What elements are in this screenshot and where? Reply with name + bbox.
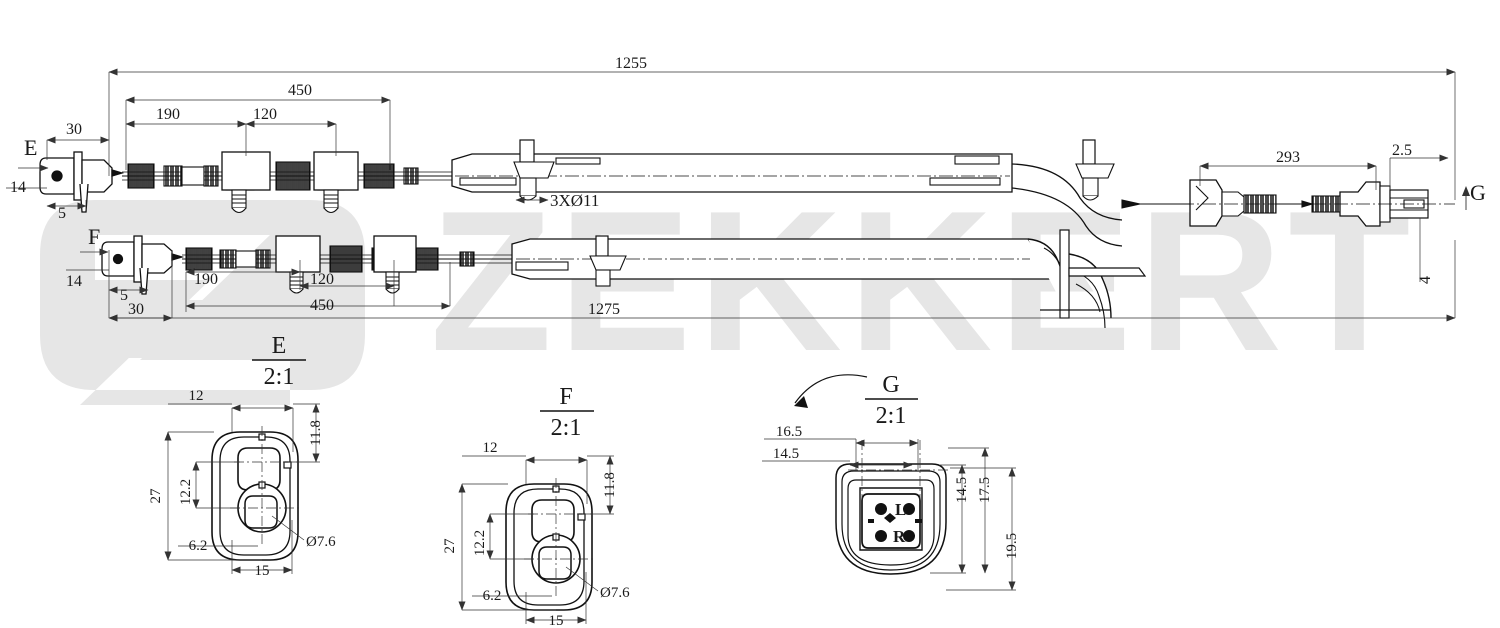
detail-F-dim-27: 27 — [442, 538, 458, 554]
dim-190-bottom: 190 — [194, 271, 218, 288]
cable-coils-bottom — [185, 245, 475, 273]
detail-E-dim-6-2: 6.2 — [189, 538, 208, 554]
detail-F-dim-11-8: 11.8 — [602, 472, 618, 498]
dim-1255: 1255 — [615, 55, 647, 72]
dim-293: 293 — [1276, 149, 1300, 166]
dim-30-top: 30 — [66, 121, 82, 138]
detail-G-scale: 2:1 — [876, 403, 907, 429]
detail-E-scale: 2:1 — [264, 364, 295, 390]
dim-190-top: 190 — [156, 106, 180, 123]
detail-G-dim-14-5-h: 14.5 — [954, 477, 970, 503]
pin-label-L: L — [895, 500, 906, 519]
dim-2-5: 2.5 — [1392, 142, 1412, 159]
detail-F-dim-15: 15 — [549, 613, 564, 628]
detail-view-F: F 2:1 — [442, 384, 630, 628]
detail-G-dim-19-5: 19.5 — [1004, 533, 1020, 559]
dim-450-top: 450 — [288, 82, 312, 99]
connector-pins — [868, 503, 922, 542]
view-marker-G-main: G — [1470, 180, 1486, 205]
detail-G-dim-16-5: 16.5 — [776, 424, 802, 440]
inline-connector-top — [1189, 179, 1429, 227]
detail-E-dim-12: 12 — [189, 388, 204, 404]
sensor-head-top — [39, 151, 125, 213]
dim-120-top: 120 — [253, 106, 277, 123]
detail-view-E: E 2:1 — [148, 333, 336, 579]
dim-14-top: 14 — [10, 179, 26, 196]
detail-G-dim-17-5: 17.5 — [977, 477, 993, 503]
hose-body-top — [451, 139, 1115, 201]
detail-E-dim-15: 15 — [255, 563, 270, 579]
detail-F-dim-6-2: 6.2 — [483, 588, 502, 604]
grommet-2-top — [313, 151, 359, 214]
sensor-head-bottom — [101, 235, 185, 295]
dim-30-bottom: 30 — [128, 301, 144, 318]
detail-F-scale: 2:1 — [551, 415, 582, 441]
detail-G-title: G — [882, 372, 899, 398]
detail-F-dim-dia: Ø7.6 — [600, 585, 630, 601]
dim-14-bottom: 14 — [66, 273, 82, 290]
detail-E-dim-12-2: 12.2 — [178, 479, 194, 505]
flared-bracket-bottom — [1027, 229, 1147, 329]
dim-5-top: 5 — [58, 205, 66, 222]
detail-E-dim-27: 27 — [148, 488, 164, 504]
hose-body-bottom — [511, 235, 1060, 287]
view-marker-E: E — [24, 135, 37, 160]
detail-E-dim-11-8: 11.8 — [308, 420, 324, 446]
detail-F-dim-12: 12 — [483, 440, 498, 456]
detail-E-dim-dia: Ø7.6 — [306, 534, 336, 550]
dim-4-right: 4 — [1417, 276, 1434, 284]
note-3x11: 3XØ11 — [550, 191, 599, 210]
detail-E-title: E — [272, 333, 287, 359]
detail-G-dim-14-5-w: 14.5 — [773, 446, 799, 462]
pin-label-R: R — [893, 527, 906, 546]
detail-F-title: F — [559, 384, 572, 410]
dim-1275: 1275 — [588, 301, 620, 318]
dimension-lines — [6, 68, 1470, 322]
grommet-2-bottom — [373, 235, 417, 294]
dim-450-bottom: 450 — [310, 297, 334, 314]
dim-5-bottom: 5 — [120, 287, 128, 304]
detail-view-G: G 2:1 L R — [762, 372, 1020, 591]
detail-F-dim-12-2: 12.2 — [472, 530, 488, 556]
grommet-1-top — [221, 151, 271, 214]
dim-120-bottom: 120 — [310, 271, 334, 288]
view-marker-F: F — [88, 224, 100, 249]
